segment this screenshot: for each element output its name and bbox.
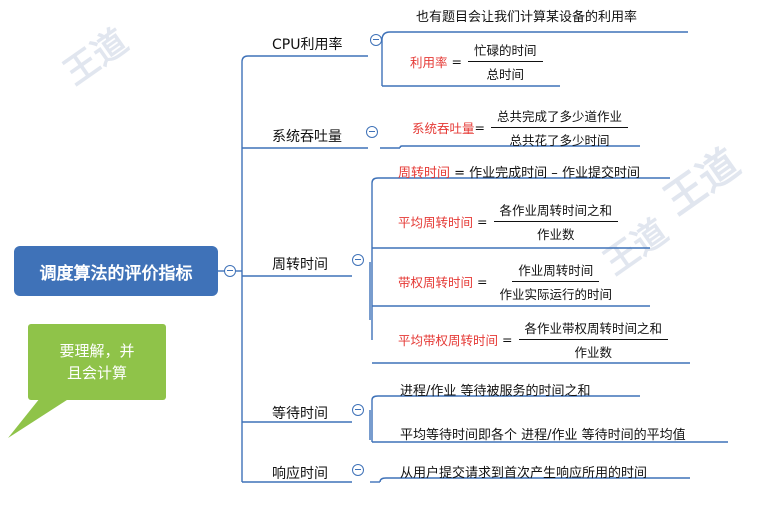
formula-equals: =: [477, 214, 488, 229]
formula-weighted-turnaround: 带权周转时间 = 作业周转时间作业实际运行的时间: [398, 260, 618, 303]
formula-equals: =: [474, 120, 485, 135]
collapse-icon[interactable]: [366, 126, 378, 138]
formula-numerator: 总共完成了多少道作业: [491, 106, 629, 128]
leaf-response-definition: 从用户提交请求到首次产生响应所用的时间: [400, 466, 648, 481]
formula-numerator: 忙碌的时间: [468, 40, 543, 62]
formula-numerator: 各作业带权周转时间之和: [518, 318, 669, 340]
collapse-icon[interactable]: [224, 265, 236, 277]
formula-equals: =: [477, 274, 488, 289]
formula-average-turnaround: 平均周转时间 = 各作业周转时间之和作业数: [398, 200, 619, 243]
formula-name: 平均周转时间: [398, 215, 474, 230]
branch-cpu-utilization[interactable]: CPU利用率: [272, 37, 343, 53]
leaf-waiting-definition: 进程/作业 等待被服务的时间之和: [400, 384, 591, 399]
formula-throughput: 系统吞吐量 = 总共完成了多少道作业总共花了多少时间: [412, 106, 629, 149]
formula-name: 利用率: [410, 55, 448, 70]
collapse-icon[interactable]: [370, 34, 382, 46]
formula-name: 系统吞吐量: [412, 121, 475, 136]
formula-denominator: 作业数: [574, 345, 613, 360]
branch-waiting-time[interactable]: 等待时间: [272, 406, 328, 422]
collapse-icon[interactable]: [352, 254, 364, 266]
formula-average-weighted-turnaround: 平均带权周转时间 = 各作业带权周转时间之和作业数: [398, 318, 669, 361]
formula-body: = 作业完成时间 – 作业提交时间: [450, 166, 640, 181]
root-node[interactable]: 调度算法的评价指标: [14, 246, 218, 296]
leaf-average-waiting: 平均等待时间即各个 进程/作业 等待时间的平均值: [400, 428, 686, 443]
formula-equals: =: [502, 332, 513, 347]
formula-utilization: 利用率 = 忙碌的时间总时间: [410, 40, 543, 83]
leaf-cpu-description: 也有题目会让我们计算某设备的利用率: [416, 10, 638, 25]
formula-numerator: 各作业周转时间之和: [493, 200, 619, 222]
formula-equals: =: [451, 54, 462, 69]
branch-throughput[interactable]: 系统吞吐量: [272, 129, 342, 145]
branch-response-time[interactable]: 响应时间: [272, 466, 328, 482]
note-line-1: 要理解，并: [59, 342, 135, 360]
formula-name: 周转时间: [398, 166, 451, 181]
formula-name: 带权周转时间: [398, 275, 474, 290]
leaf-turnaround-definition: 周转时间 = 作业完成时间 – 作业提交时间: [398, 162, 640, 181]
collapse-icon[interactable]: [352, 464, 364, 476]
collapse-icon[interactable]: [352, 404, 364, 416]
formula-name: 平均带权周转时间: [398, 333, 499, 348]
formula-denominator: 总时间: [486, 67, 525, 82]
formula-denominator: 作业数: [537, 227, 575, 242]
formula-denominator: 作业实际运行的时间: [499, 287, 613, 302]
formula-denominator: 总共花了多少时间: [509, 133, 610, 148]
note-callout: 要理解，并且会计算: [28, 324, 166, 400]
formula-numerator: 作业周转时间: [512, 260, 600, 282]
branch-turnaround-time[interactable]: 周转时间: [272, 257, 328, 273]
note-line-2: 且会计算: [66, 364, 127, 382]
